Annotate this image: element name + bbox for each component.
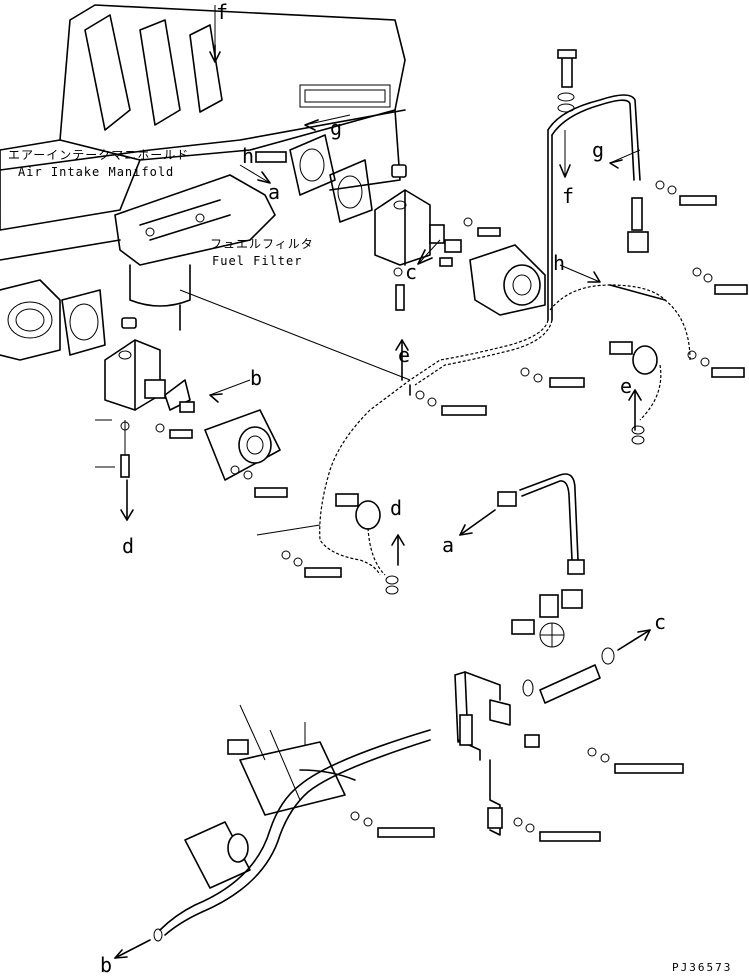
air-intake-manifold-label-en: Air Intake Manifold [18,165,175,179]
engine-side-drawing [0,279,106,361]
ref-letter-g-right: g [592,138,605,162]
fuel-filter-label-jp: フュエルフィルタ [210,237,314,251]
ref-letter-e-right: e [620,374,633,398]
left-pump-assembly [95,317,288,521]
ref-letter-f-right: f [562,184,575,208]
gaskets-top [255,134,373,223]
wiring-harness [179,289,553,595]
air-intake-manifold-label-jp: エアーインテークマニホールド [8,148,190,162]
leader-lines [209,5,641,403]
ref-letter-a-top: a [268,180,281,204]
ref-letter-b-mid: b [250,366,263,390]
lower-bracket-assembly [114,671,684,959]
fuel-filter-label-en: Fuel Filter [212,254,303,268]
top-right-hardware [547,49,748,445]
ref-letter-c-mid: c [405,260,418,284]
ref-letter-a-mid: a [442,533,455,557]
ref-letter-e-mid: e [398,343,411,367]
ref-letter-d-mid: d [390,496,403,520]
ref-letter-b-bottom: b [100,953,113,977]
ref-letter-h-left: h [242,144,255,168]
air-intake-manifold-drawing [0,4,406,331]
ref-letter-g-left: g [330,116,343,140]
ref-letter-c-right: c [654,610,667,634]
ref-letter-d-left: d [122,534,135,558]
ref-letter-h-right: h [553,251,566,275]
drawing-number: PJ36573 [672,961,733,974]
right-pump-assembly [374,164,585,388]
ref-letter-f-top: f [216,0,229,24]
fuel-line-assembly [459,473,651,704]
